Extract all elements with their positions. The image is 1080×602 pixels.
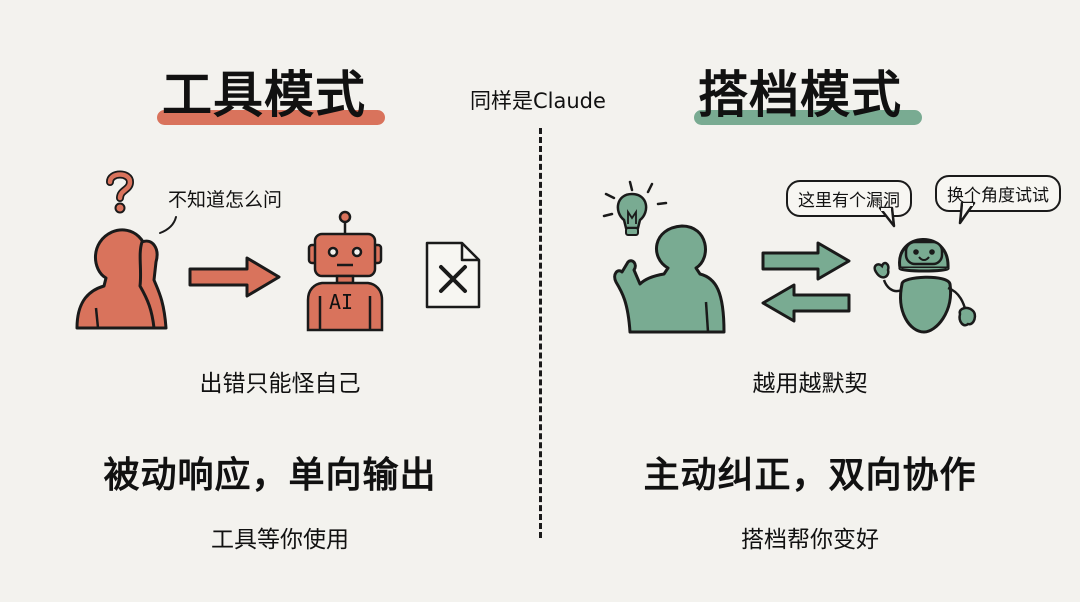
partner-mode-title: 搭档模式 bbox=[698, 66, 902, 124]
person-gesturing-icon bbox=[613, 224, 726, 334]
right-arrow-icon bbox=[188, 256, 281, 298]
speech-tick bbox=[159, 216, 177, 234]
thought-text: 不知道怎么问 bbox=[168, 189, 283, 211]
lightbulb-icon bbox=[602, 180, 668, 236]
tool-title-underline bbox=[157, 110, 385, 125]
robot-label: AI bbox=[329, 290, 354, 314]
tool-caption: 出错只能怪自己 bbox=[199, 371, 361, 397]
partner-subtitle: 搭档帮你变好 bbox=[741, 527, 879, 553]
partner-headline: 主动纠正，双向协作 bbox=[643, 455, 977, 496]
question-mark-icon bbox=[106, 170, 135, 214]
failed-document-icon bbox=[425, 241, 481, 309]
right-arrow-icon bbox=[761, 241, 851, 281]
bubble-tail bbox=[958, 201, 976, 225]
friendly-robot-icon bbox=[873, 238, 977, 334]
tool-headline: 被动响应，单向输出 bbox=[103, 455, 437, 496]
left-arrow-icon bbox=[761, 283, 851, 323]
tool-mode-title: 工具模式 bbox=[162, 66, 366, 124]
tool-subtitle: 工具等你使用 bbox=[211, 527, 349, 553]
center-label: 同样是Claude bbox=[470, 89, 606, 113]
partner-caption: 越用越默契 bbox=[752, 371, 868, 397]
partner-title-underline bbox=[694, 110, 922, 125]
robot-ai-icon bbox=[306, 210, 384, 332]
speech-bubble-try-angle: 换个角度试试 bbox=[935, 175, 1061, 212]
bubble-tail bbox=[878, 206, 896, 228]
confused-person-icon bbox=[75, 228, 168, 330]
dashed-divider bbox=[539, 128, 542, 538]
